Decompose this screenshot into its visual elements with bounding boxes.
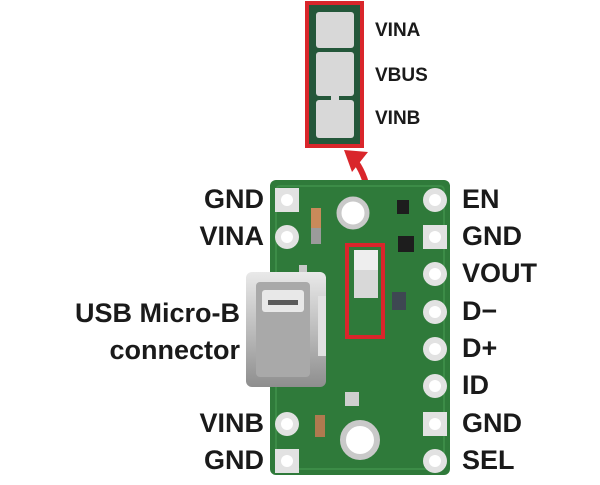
pointer-arrow-head: [344, 150, 368, 172]
mounting-hole-top: [336, 196, 370, 230]
pin-label-vinb: VINB: [199, 408, 264, 438]
zoom-trace: [331, 90, 339, 106]
capacitor-2: [315, 415, 325, 437]
pin-label-gnd-2: GND: [462, 408, 522, 438]
pin-hole-gnd-1-center: [429, 231, 441, 243]
pin-label-id: ID: [462, 370, 489, 400]
pin-hole-vinb-center: [281, 418, 293, 430]
connector-label-line2: connector: [109, 335, 240, 365]
pin-label-en: EN: [462, 184, 500, 214]
resistor-1: [397, 200, 409, 214]
zoom-highlight-frame: [305, 1, 364, 148]
pin-hole-d-plus-center: [429, 343, 441, 355]
pin-hole-gnd-bottom-center: [281, 455, 293, 467]
zoom-pad-vina: [316, 12, 354, 48]
capacitor-1-cap: [311, 228, 321, 244]
pin-hole-vout-center: [429, 268, 441, 280]
transistor: [398, 236, 414, 252]
zoom-label-vina: VINA: [375, 20, 421, 41]
usb-pins: [318, 296, 326, 356]
pin-hole-en-center: [429, 194, 441, 206]
pcb-board: [246, 180, 450, 475]
pin-label-d-minus: D−: [462, 296, 498, 326]
capacitor-1: [311, 208, 321, 228]
pin-label-vout: VOUT: [462, 258, 538, 288]
pin-label-gnd-bottom: GND: [204, 445, 264, 475]
zoom-label-vbus: VBUS: [375, 65, 428, 86]
connector-label-line1: USB Micro-B: [74, 298, 240, 328]
usb-tongue: [268, 300, 298, 305]
board-body: [270, 180, 450, 475]
jumper-pad-top: [354, 250, 378, 270]
jumper-highlight-box: [345, 243, 385, 339]
jumper-zoom-inset: [305, 1, 364, 148]
zoom-pad-vinb: [316, 100, 354, 138]
pin-hole-gnd-top-center: [281, 194, 293, 206]
zoom-label-vinb: VINB: [375, 108, 421, 129]
pin-label-gnd-1: GND: [462, 221, 522, 251]
pin-hole-d-minus-center: [429, 306, 441, 318]
mounting-hole-bottom: [340, 420, 380, 460]
pin-label-gnd-top: GND: [204, 184, 264, 214]
pin-hole-sel-center: [429, 455, 441, 467]
pin-label-d-plus: D+: [462, 333, 498, 363]
pin-label-sel: SEL: [462, 445, 515, 475]
smd-part-2: [345, 392, 359, 406]
pin-hole-gnd-2-center: [429, 418, 441, 430]
pin-label-vina: VINA: [199, 221, 264, 251]
ic-chip: [392, 292, 406, 310]
pin-hole-vina-center: [281, 231, 293, 243]
pin-hole-id-center: [429, 380, 441, 392]
zoom-pad-vbus: [316, 52, 354, 96]
